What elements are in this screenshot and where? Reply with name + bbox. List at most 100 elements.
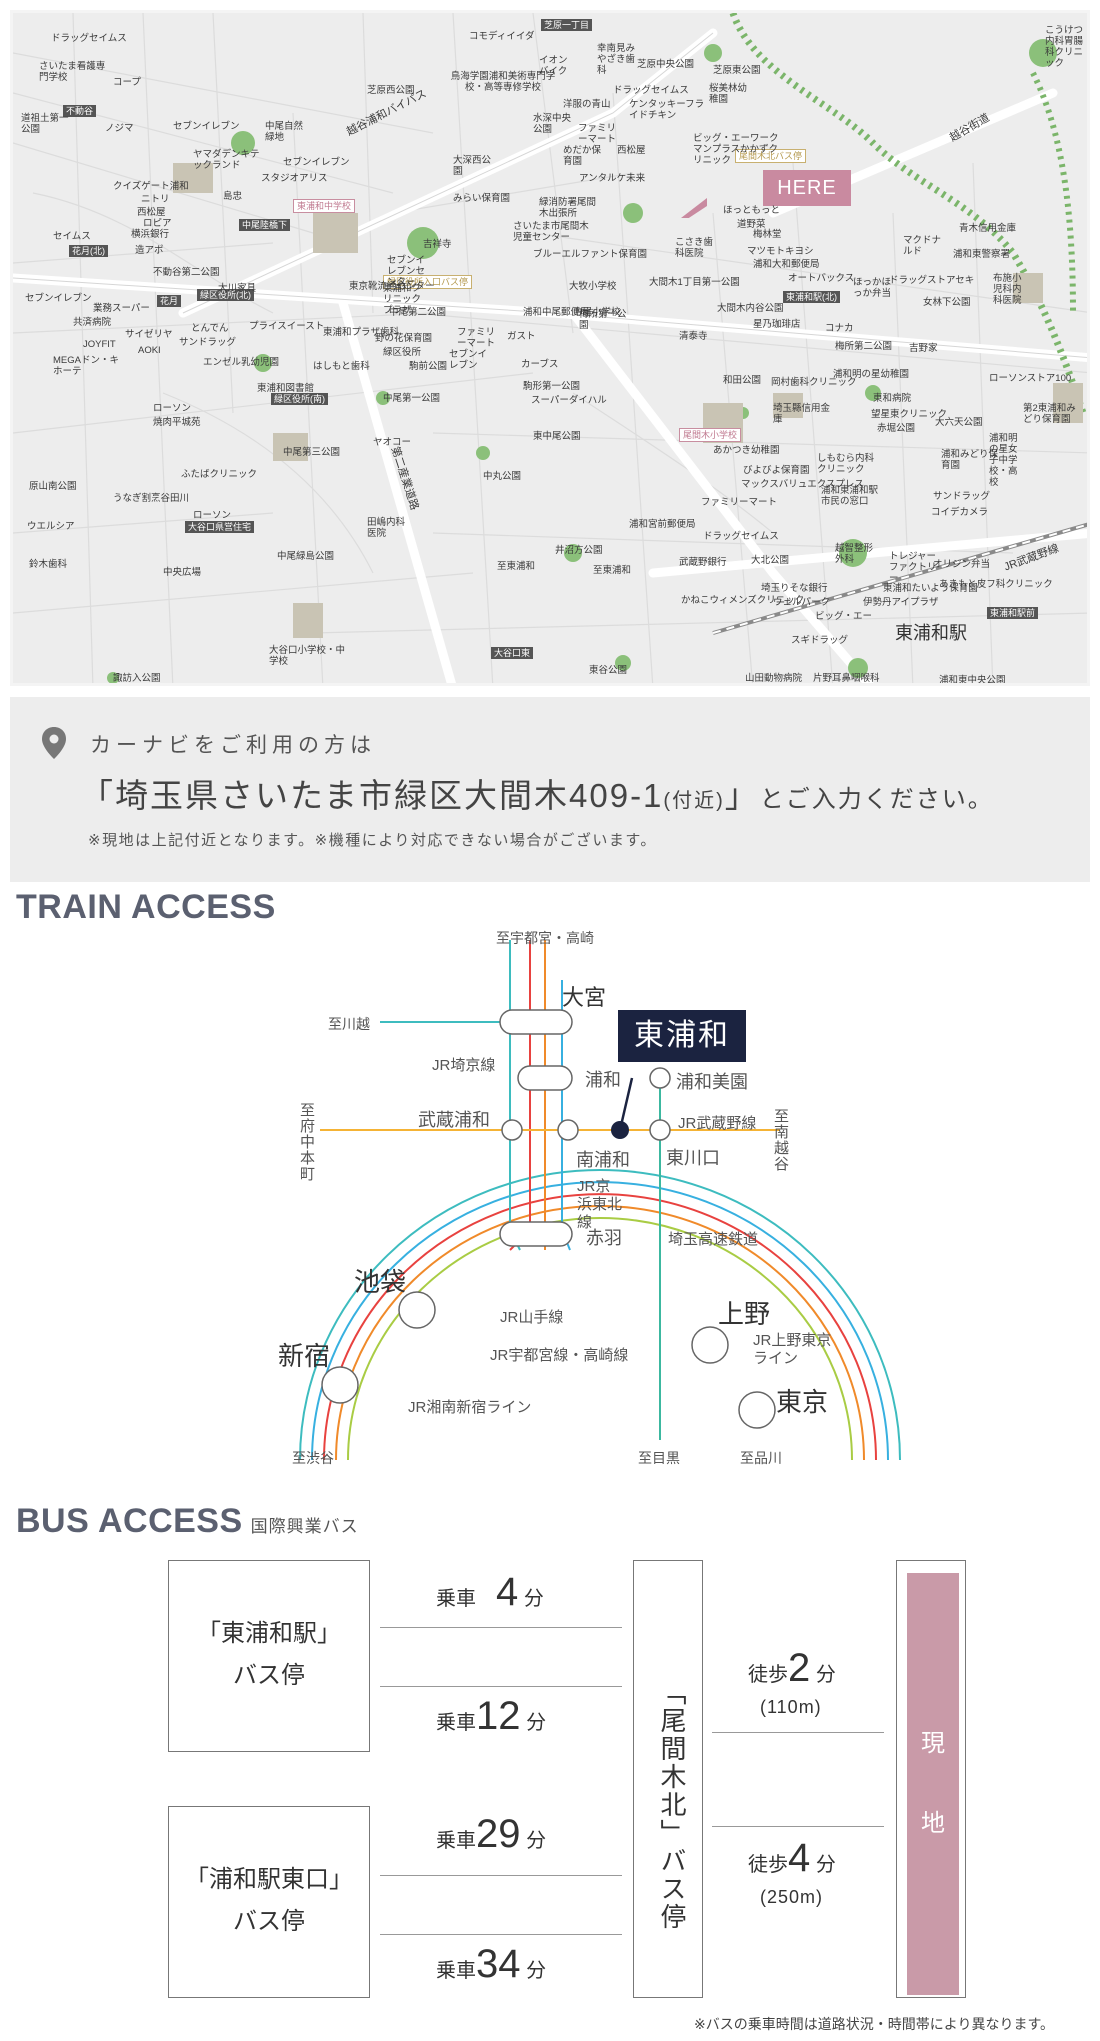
map-label: ファミリーマート bbox=[701, 497, 778, 508]
map-label: 業務スーパー bbox=[93, 303, 150, 314]
site-label: 現 地 bbox=[907, 1573, 959, 1995]
map-label: 西松屋 bbox=[617, 145, 646, 156]
map-label: みらい保育園 bbox=[453, 193, 511, 204]
site-label-char: 地 bbox=[921, 1810, 945, 1837]
map-tag: 緑区役所(北) bbox=[197, 289, 254, 301]
map-label: 原山南公園 bbox=[29, 481, 77, 492]
ride-time-b-to-mid: 乗車29 分 bbox=[436, 1812, 547, 1856]
map-label: セブンイレブン bbox=[25, 293, 92, 304]
map-label: 大深西公園 bbox=[453, 155, 492, 177]
map-label: こさき歯科医院 bbox=[675, 237, 714, 259]
map-label: ヤオコー bbox=[373, 437, 412, 448]
route-arrow bbox=[712, 1732, 884, 1733]
map-label: コイデカメラ bbox=[931, 507, 989, 518]
bus-stop-urawa-east: 「浦和駅東口」 バス停 bbox=[168, 1806, 370, 1998]
map-label: 浦和みどり保育園 bbox=[941, 449, 999, 471]
map-label: クイズゲート浦和 bbox=[113, 181, 189, 192]
map-label: セブンイレブン bbox=[449, 349, 488, 371]
map-label: 東浦和たいよう保育園 bbox=[883, 583, 978, 594]
map-label: ほっともっと bbox=[723, 205, 781, 216]
station-higashi-kawaguchi: 東川口 bbox=[666, 1148, 720, 1168]
walk-time-to-site: 徒歩2 分 bbox=[748, 1646, 836, 1690]
station-akabane: 赤羽 bbox=[586, 1228, 622, 1248]
bus-operator: 国際興業バス bbox=[250, 1517, 359, 1536]
train-access-heading: TRAIN ACCESS bbox=[16, 888, 276, 926]
map-label: 中尾第一公園 bbox=[383, 393, 441, 404]
map-label: 埼玉縣信用金庫 bbox=[773, 403, 831, 425]
map-label: 浦和明の星幼稚園 bbox=[833, 369, 910, 380]
map-label: 清泰寺 bbox=[679, 331, 708, 342]
map-label: しもむら内科クリニック bbox=[817, 453, 875, 475]
map-label: ファミリーマート bbox=[457, 327, 496, 349]
map-label: ガスト bbox=[507, 331, 536, 342]
map-label: 野の花保育園 bbox=[375, 333, 433, 344]
navi-lead: カーナビをご利用の方は bbox=[90, 734, 376, 757]
map-label: 洋服の青山 bbox=[563, 99, 611, 110]
map-tag: 花月 bbox=[157, 295, 182, 307]
train-lines bbox=[299, 940, 901, 1461]
ride-time-a-to-mid: 乗車 4 分 bbox=[436, 1570, 544, 1614]
navi-address: 「埼玉県さいたま市緑区大間木409-1(付近)」とご入力ください。 bbox=[80, 777, 994, 814]
map-label: めだか保育園 bbox=[563, 145, 602, 167]
map-label: ローソン bbox=[153, 403, 192, 414]
map-label: 造アポ bbox=[135, 245, 164, 256]
map-label: ビッグ・エーワークマンプラスかかずクリニック bbox=[693, 133, 779, 166]
map-label: 横浜銀行 bbox=[131, 229, 170, 240]
map-label: ブルーエルファント保育園 bbox=[533, 249, 648, 260]
route-arrow bbox=[380, 1686, 622, 1687]
map-label: 大間木内谷公園 bbox=[717, 303, 784, 314]
map-label: 梅林堂 bbox=[753, 229, 782, 240]
map-label: 不動谷第二公園 bbox=[153, 267, 220, 278]
map-label: 和田公園 bbox=[723, 375, 762, 386]
map-label: コモディイイダ bbox=[469, 31, 535, 42]
map-label: ふたばクリニック bbox=[181, 469, 258, 480]
area-map: 芝原一丁目 不動谷 中尾陸橋下 花月(北) 花月 緑区役所(北) 緑区役所(南)… bbox=[10, 10, 1090, 686]
map-label: 中尾第三公園 bbox=[283, 447, 341, 458]
map-label: スタジオアリス bbox=[261, 173, 328, 184]
map-label: ニトリ bbox=[141, 194, 170, 205]
map-label: 駒形第一公園 bbox=[523, 381, 581, 392]
route-arrow bbox=[712, 1826, 884, 1827]
map-label: 共済病院 bbox=[73, 317, 112, 328]
map-label: 中尾第二公園 bbox=[389, 307, 447, 318]
map-label: アンタルケ未来 bbox=[579, 173, 646, 184]
map-label: 埼玉りそな銀行 bbox=[761, 583, 828, 594]
map-school-tag: 尾間木小学校 bbox=[679, 428, 742, 442]
map-label: トレジャーファクトリー bbox=[889, 551, 937, 584]
map-label: ローソンストア100 bbox=[989, 373, 1072, 384]
map-tag: 芝原一丁目 bbox=[541, 19, 593, 31]
map-label: 焼肉平城苑 bbox=[153, 417, 201, 428]
map-label: 中尾小学校 bbox=[573, 307, 621, 318]
map-label: 浦和東警察署 bbox=[953, 249, 1011, 260]
bus-time-note: ※バスの乗車時間は道路状況・時間帯により異なります。 bbox=[694, 2016, 1055, 2032]
station-shinjuku: 新宿 bbox=[278, 1341, 331, 1371]
map-label: ケンタッキーフライドチキン bbox=[629, 99, 705, 121]
map-label: コナカ bbox=[825, 323, 854, 334]
station-highlight-higashi-urawa: 東浦和 bbox=[618, 1010, 746, 1062]
map-label: プライスイースト bbox=[249, 321, 325, 332]
map-label: 吉祥寺 bbox=[423, 239, 452, 250]
map-label: ヤマダデンキテックランド bbox=[193, 149, 260, 171]
train-route-diagram: 東浦和 大宮 浦和 浦和美園 武蔵浦和 南浦和 東川口 赤羽 池袋 新宿 上野 … bbox=[0, 930, 1100, 1470]
map-label: 中尾緑島公園 bbox=[277, 551, 335, 562]
map-label: あきもと皮フ科クリニック bbox=[939, 579, 1053, 590]
bus-stop-name: 「尾間木北」バス停 bbox=[657, 1679, 687, 1931]
station-urawa-misono: 浦和美園 bbox=[676, 1072, 748, 1092]
map-label: AOKI bbox=[138, 345, 161, 356]
navi-note: ※現地は上記付近となります。※機種により対応できない場合がございます。 bbox=[88, 832, 657, 849]
map-label: 吉野家 bbox=[909, 343, 938, 354]
map-label: 赤堀公園 bbox=[877, 423, 916, 434]
map-tag: 東浦和駅前 bbox=[987, 607, 1039, 619]
map-label: ほっかほっか弁当 bbox=[853, 277, 892, 299]
car-navi-box: カーナビをご利用の方は 「埼玉県さいたま市緑区大間木409-1(付近)」とご入力… bbox=[10, 697, 1090, 882]
direction-meguro: 至目黒 bbox=[638, 1450, 680, 1466]
map-label: 大六天公園 bbox=[935, 417, 983, 428]
map-label: 中丸公園 bbox=[483, 471, 522, 482]
map-label: 至東浦和 bbox=[497, 561, 536, 572]
station-ikebukuro: 池袋 bbox=[354, 1267, 407, 1297]
map-label: サンドラッグ bbox=[933, 491, 991, 502]
map-label: 女林下公園 bbox=[923, 297, 971, 308]
map-label: 西松屋 bbox=[137, 207, 166, 218]
bus-stop-suffix: バス停 bbox=[233, 1662, 305, 1689]
